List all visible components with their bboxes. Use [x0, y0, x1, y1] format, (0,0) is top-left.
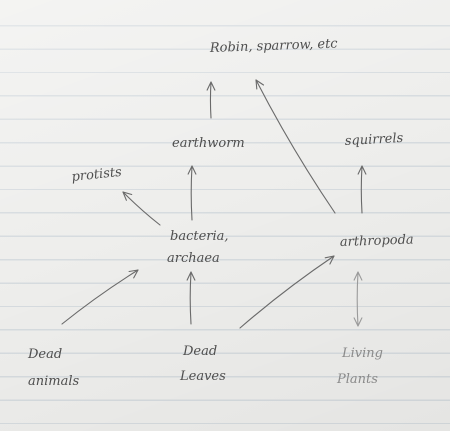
node-bacteria-line-1: bacteria, [170, 229, 229, 244]
node-bacteria-line-2: archaea [167, 251, 220, 266]
node-earthworm: earthworm [172, 136, 245, 151]
arrowhead-squirrels [357, 165, 367, 175]
arrowhead-arthropoda [324, 255, 335, 265]
node-robin: Robin, sparrow, etc [209, 37, 339, 57]
edge-living-plants-to-arthropoda [356, 271, 359, 327]
edge-dead-animals-to-bacteria [61, 269, 139, 325]
node-dead-leaves-line-2: Leaves [179, 369, 226, 384]
edge-arthropoda-to-squirrels [360, 165, 363, 214]
edge-dead-leaves-to-arthropoda [239, 255, 335, 329]
node-arthropoda: arthropoda [340, 232, 414, 250]
edge-dead-leaves-to-bacteria [189, 271, 192, 325]
arrowhead-earthworm [187, 165, 197, 175]
edge-arthropoda-to-robin [255, 79, 336, 214]
arrowhead-bacteria [186, 271, 196, 281]
arrowhead-living-plants [353, 317, 363, 327]
edge-bacteria-to-protists [122, 191, 161, 226]
node-living-plants-line-1: Living [341, 346, 383, 361]
node-dead-leaves-line-1: Dead [182, 344, 217, 359]
edge-earthworm-to-robin [209, 81, 212, 119]
node-dead-animals-line-2: animals [28, 374, 80, 389]
node-living-plants-line-2: Plants [336, 372, 378, 387]
edge-bacteria-to-earthworm [190, 165, 193, 221]
arrowhead-protists [122, 191, 133, 201]
arrowhead-bacteria [128, 269, 139, 279]
arrowhead-robin [255, 79, 265, 90]
arrowhead-robin [206, 81, 216, 91]
node-squirrels: squirrels [344, 131, 404, 149]
arrowhead-arthropoda [353, 271, 363, 281]
node-protists: protists [71, 165, 123, 185]
node-dead-animals-line-1: Dead [27, 347, 62, 362]
edges-layer [61, 79, 367, 329]
